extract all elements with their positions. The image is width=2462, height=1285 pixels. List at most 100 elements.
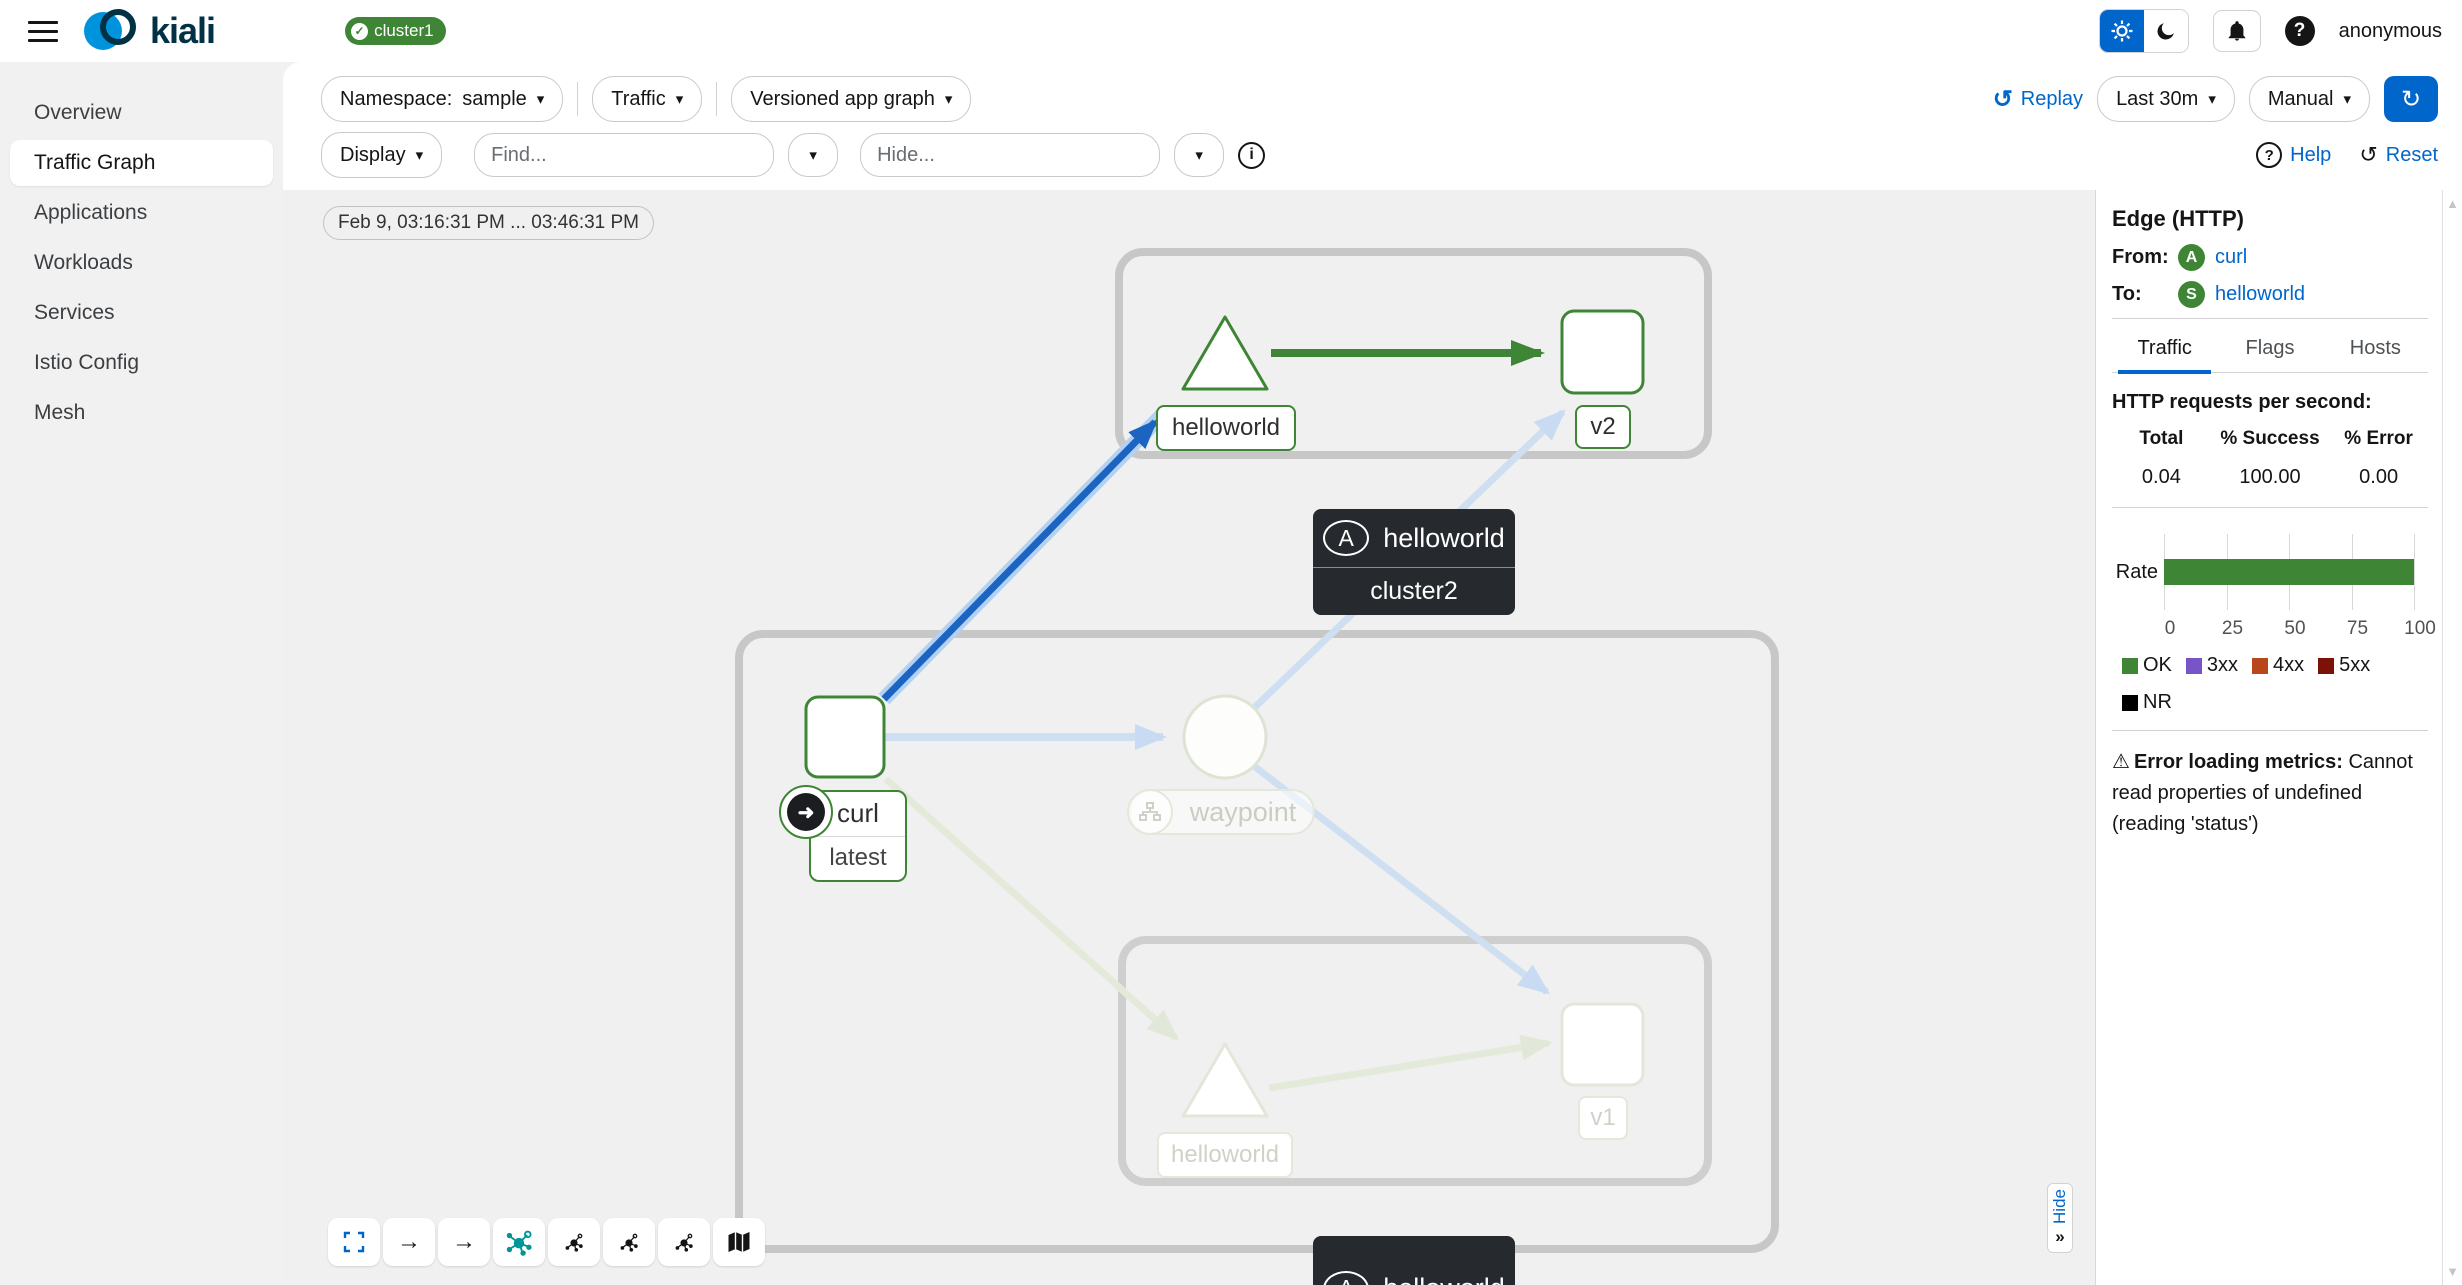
chevron-down-icon: ▾ — [2343, 91, 2351, 108]
question-circle-icon: ? — [2256, 142, 2283, 168]
x-tick: 75 — [2346, 618, 2369, 639]
scroll-up-icon[interactable]: ▲ — [2446, 196, 2459, 211]
sync-icon: ↻ — [2400, 85, 2422, 113]
sidebar-item-workloads[interactable]: Workloads — [34, 251, 133, 274]
panel-scrollbar[interactable]: ▲ ▼ — [2442, 190, 2462, 1285]
node-label-curl[interactable]: curl latest — [809, 790, 907, 882]
nav-toggle-icon[interactable] — [28, 20, 58, 42]
layout-3-button[interactable] — [658, 1218, 710, 1266]
replay-label: Replay — [2020, 87, 2084, 110]
cluster-box-bottom[interactable] — [1118, 936, 1712, 1186]
graph-controls: → → — [328, 1218, 765, 1266]
to-node-link[interactable]: helloworld — [2215, 283, 2306, 305]
graph-time-range: Feb 9, 03:16:31 PM ... 03:46:31 PM — [323, 206, 655, 240]
x-tick: 50 — [2284, 618, 2306, 639]
find-input[interactable] — [474, 133, 775, 177]
tab-flags[interactable]: Flags — [2245, 337, 2295, 359]
minimap-button[interactable] — [713, 1218, 765, 1266]
display-dropdown[interactable]: Display ▾ — [321, 132, 443, 178]
waypoint-node[interactable] — [1182, 694, 1268, 780]
hide-all-edges-button[interactable]: → — [438, 1218, 490, 1266]
service-node-helloworld-bottom[interactable] — [1181, 1042, 1269, 1118]
sidebar-item-mesh[interactable]: Mesh — [34, 401, 86, 424]
kiali-logo[interactable]: kiali — [84, 8, 216, 54]
edge-curl-to-helloworld-selected[interactable] — [881, 419, 1158, 702]
edge-helloworld-to-v1[interactable] — [1268, 1034, 1553, 1092]
workload-node-v2[interactable] — [1560, 309, 1645, 395]
arrow-right-icon: → — [452, 1228, 476, 1255]
notifications-button[interactable] — [2212, 10, 2261, 52]
traffic-graph-canvas[interactable]: Feb 9, 03:16:31 PM ... 03:46:31 PM — [283, 190, 2095, 1285]
sidebar-item-traffic-graph[interactable]: Traffic Graph — [10, 140, 273, 186]
panel-title: Edge (HTTP) — [2112, 206, 2244, 231]
rate-chart: Rate 0 25 50 7 — [2112, 534, 2436, 714]
dark-theme-button[interactable] — [2143, 10, 2188, 52]
graph-help-button[interactable]: ? Help — [2256, 142, 2331, 168]
reset-button[interactable]: ↺ Reset — [2359, 142, 2438, 168]
panel-tabs: Traffic Flags Hosts — [2112, 321, 2428, 374]
rps-title: HTTP requests per second: — [2112, 391, 2372, 413]
col-total: Total — [2139, 428, 2184, 449]
sidebar-item-overview[interactable]: Overview — [34, 101, 122, 124]
info-icon[interactable]: i — [1238, 141, 1266, 169]
tab-traffic[interactable]: Traffic — [2112, 321, 2217, 374]
cluster-box-top[interactable] — [1115, 248, 1712, 459]
find-options-button[interactable]: ▾ — [788, 133, 839, 177]
username[interactable]: anonymous — [2338, 19, 2442, 42]
cluster-box-main[interactable] — [735, 630, 1779, 1253]
metrics-error-message: ⚠Error loading metrics: Cannot read prop… — [2112, 730, 2428, 840]
graph-type-dropdown[interactable]: Versioned app graph ▾ — [731, 76, 972, 122]
scroll-down-icon[interactable]: ▼ — [2446, 1264, 2459, 1279]
rate-axis-label: Rate — [2115, 560, 2158, 583]
sidebar-item-istio-config[interactable]: Istio Config — [34, 351, 140, 374]
help-icon[interactable]: ? — [2284, 16, 2315, 46]
app-box-label-bottom[interactable]: A helloworld — [1313, 1236, 1515, 1285]
legend-swatch-3xx — [2185, 657, 2202, 674]
error-title: Error loading metrics: — [2133, 751, 2343, 773]
tab-hosts[interactable]: Hosts — [2349, 337, 2401, 359]
refresh-mode-dropdown[interactable]: Manual ▾ — [2248, 76, 2370, 122]
namespace-dropdown[interactable]: Namespace: sample ▾ — [321, 76, 564, 122]
replay-button[interactable]: ↺ Replay — [1993, 85, 2083, 114]
node-label-helloworld-top[interactable]: helloworld — [1156, 405, 1296, 451]
hide-panel-button[interactable]: Hide » — [2047, 1183, 2073, 1253]
node-label-helloworld-bottom[interactable]: helloworld — [1157, 1132, 1293, 1178]
graph-layout-icon — [675, 1233, 693, 1252]
layout-default-button[interactable] — [493, 1218, 545, 1266]
zoom-to-fit-button[interactable] — [328, 1218, 380, 1266]
legend-label: NR — [2143, 691, 2172, 713]
app-badge-icon: A — [1323, 520, 1370, 557]
warning-triangle-icon: ⚠ — [2112, 751, 2130, 773]
sun-icon — [2111, 20, 2133, 42]
light-theme-button[interactable] — [2099, 10, 2144, 52]
hide-healthy-edges-button[interactable]: → — [383, 1218, 435, 1266]
refresh-button[interactable]: ↻ — [2384, 76, 2438, 122]
map-icon — [728, 1232, 750, 1252]
hide-input[interactable] — [860, 133, 1161, 177]
node-label-waypoint[interactable]: waypoint — [1127, 789, 1315, 835]
node-label-v2[interactable]: v2 — [1575, 405, 1631, 449]
rate-bar-ok — [2164, 559, 2414, 585]
from-node-link[interactable]: curl — [2215, 246, 2248, 268]
layout-1-button[interactable] — [548, 1218, 600, 1266]
traffic-dropdown[interactable]: Traffic ▾ — [592, 76, 703, 122]
layout-2-button[interactable] — [603, 1218, 655, 1266]
graph-layout-icon — [620, 1233, 638, 1252]
sidebar-item-applications[interactable]: Applications — [34, 201, 148, 224]
service-node-helloworld-top[interactable] — [1181, 315, 1269, 391]
chevron-down-icon: ▾ — [536, 91, 545, 108]
edge-curl-to-helloworld-v1-app[interactable] — [883, 776, 1179, 1041]
legend-swatch-4xx — [2252, 657, 2269, 674]
refresh-mode-value: Manual — [2267, 87, 2334, 110]
workload-node-curl[interactable] — [804, 695, 886, 779]
node-label-v1[interactable]: v1 — [1578, 1096, 1628, 1140]
divider — [2112, 318, 2428, 319]
duration-dropdown[interactable]: Last 30m ▾ — [2097, 76, 2235, 122]
hide-options-button[interactable]: ▾ — [1174, 133, 1225, 177]
sidebar-item-services[interactable]: Services — [34, 301, 115, 324]
namespace-value: sample — [462, 87, 527, 110]
app-box-label-cluster2[interactable]: A helloworld cluster2 — [1313, 509, 1515, 615]
workload-node-v1[interactable] — [1560, 1002, 1645, 1087]
cluster-badge-label: cluster1 — [374, 21, 434, 40]
hide-panel-label: Hide — [2050, 1188, 2069, 1224]
